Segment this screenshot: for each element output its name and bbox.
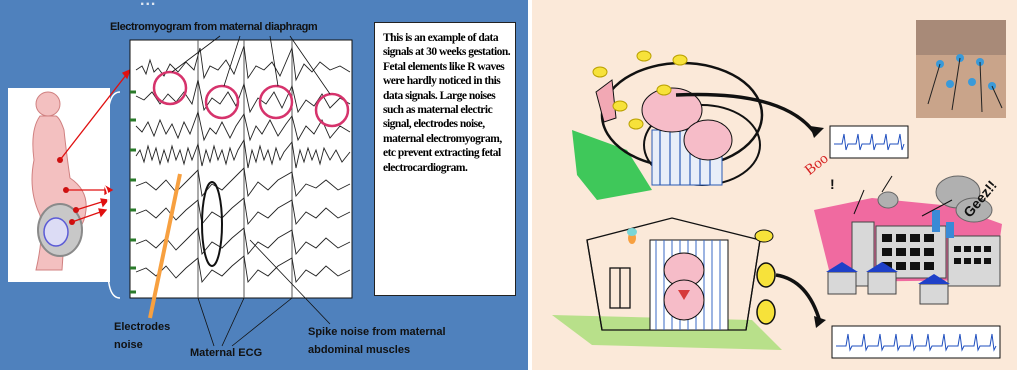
emg-diaphragm-label: Electromyogram from maternal diaphragm xyxy=(110,21,317,33)
spike-noise-label: Spike noise from maternal abdominal musc… xyxy=(308,323,458,359)
ecg-strip-bottom xyxy=(832,326,1000,358)
arrow-head-top xyxy=(810,126,824,138)
description-box: This is an example of data signals at 30… xyxy=(374,22,516,296)
ecg-strip-top xyxy=(830,126,908,158)
right-panel: Boo ! Geez!! xyxy=(532,0,1017,370)
electrodes-noise-label: Electrodes noise xyxy=(114,318,174,354)
boo-punctuation: ! xyxy=(830,176,835,192)
right-illustration xyxy=(532,0,1017,370)
left-panel: ... xyxy=(0,0,528,370)
description-text: This is an example of data signals at 30… xyxy=(383,31,511,175)
seated-figure xyxy=(664,253,704,320)
arrow-to-bottom-ecg xyxy=(776,275,820,322)
electrode-photo xyxy=(916,20,1006,118)
maternal-ecg-label: Maternal ECG xyxy=(190,347,262,359)
